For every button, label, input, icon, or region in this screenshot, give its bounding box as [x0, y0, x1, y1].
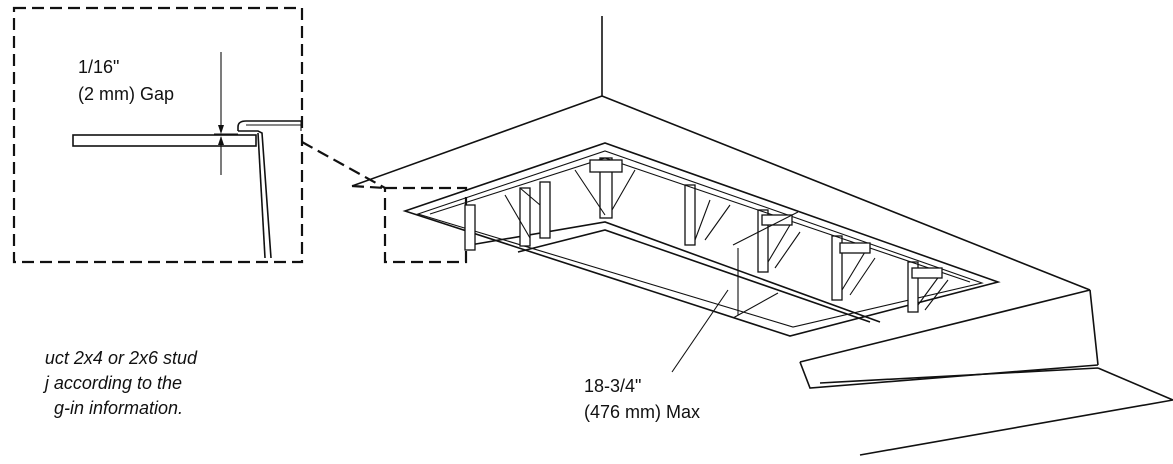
countertop-back-left [351, 95, 603, 187]
appliance-top-edge [246, 121, 302, 131]
gap-arrowhead-top [218, 125, 224, 134]
frame-block-2 [761, 214, 793, 226]
cutout-inner [416, 150, 984, 328]
note-text: uct 2x4 or 2x6 stud j according to the g… [42, 348, 198, 418]
appliance-lip [237, 120, 301, 259]
dimension-label-line2: (476 mm) Max [584, 402, 700, 422]
dimension-ref-lines [732, 211, 799, 319]
appliance-side [257, 132, 266, 259]
frame-post-6 [757, 209, 769, 273]
gap-label-line1: 1/16" [78, 57, 119, 77]
frame-post-8 [907, 261, 919, 313]
frame-post-7 [831, 235, 843, 301]
countertop-front-thickness [799, 289, 1099, 389]
cutout-outer [402, 142, 1001, 337]
countertop-front-edge [799, 289, 1091, 363]
frame-block-4 [911, 267, 943, 279]
countertop-back-right [601, 95, 1091, 291]
dimension-leader [671, 289, 729, 373]
frame-braces [504, 169, 949, 311]
note-line-1: uct 2x4 or 2x6 stud [45, 348, 198, 368]
note-line-3: g-in information. [54, 398, 183, 418]
detail-callout: 1/16" (2 mm) Gap [12, 6, 304, 264]
dimension-label-line1: 18-3/4" [584, 376, 641, 396]
frame-top-rail [429, 157, 971, 283]
note-line-2: j according to the [42, 373, 182, 393]
frame-block-3 [839, 242, 871, 254]
countertop-slab [72, 134, 257, 147]
frame-post-1 [464, 204, 476, 251]
callout-connector [301, 141, 386, 190]
cabinet-frame [429, 157, 971, 313]
detail-target-box [383, 186, 468, 264]
floor-line [819, 367, 1173, 456]
frame-post-2 [519, 187, 531, 247]
countertop-assembly [351, 16, 1173, 456]
cabinet-floor [469, 221, 881, 323]
frame-post-3 [539, 181, 551, 239]
frame-post-5 [684, 184, 696, 246]
frame-block-1 [589, 159, 623, 173]
gap-label-line2: (2 mm) Gap [78, 84, 174, 104]
detail-box-outline [12, 6, 304, 264]
dimension-label: 18-3/4" (476 mm) Max [584, 376, 700, 422]
gap-arrowhead-bottom [218, 136, 224, 145]
